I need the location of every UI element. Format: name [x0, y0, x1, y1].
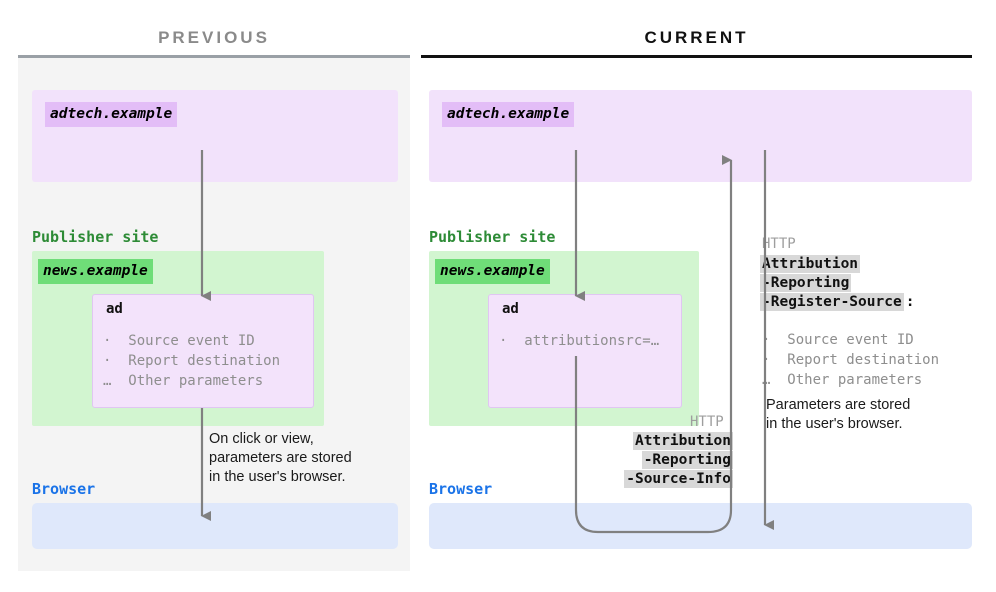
current-browser-region: [429, 503, 972, 549]
column-title-current: CURRENT: [644, 28, 749, 47]
current-response-params: · Source event ID · Report destination ……: [762, 332, 940, 388]
current-response-header-colon: :: [905, 294, 915, 310]
previous-adtech-chip: adtech.example: [45, 102, 178, 127]
current-request-header-line-2: -Reporting: [641, 451, 733, 469]
current-response-header-block: Attribution -Reporting -Register-Source:: [760, 255, 916, 311]
current-publisher-site-label: Publisher site: [429, 228, 556, 246]
current-request-header-line-3: -Source-Info: [624, 470, 733, 488]
previous-news-chip: news.example: [38, 259, 153, 284]
current-ad-params: · attributionsrc=…: [499, 333, 660, 349]
column-rule-current: [421, 55, 972, 58]
current-ad-title: ad: [502, 301, 519, 317]
previous-publisher-site-label: Publisher site: [32, 228, 159, 246]
current-request-header-line-1: Attribution: [632, 432, 733, 450]
previous-ad-params: · Source event ID · Report destination ……: [103, 333, 281, 389]
current-response-header-line-1: Attribution: [760, 255, 861, 273]
previous-browser-region: [32, 503, 398, 549]
current-request-header-block: Attribution -Reporting -Source-Info: [560, 432, 733, 488]
current-response-header-line-2: -Reporting: [760, 274, 852, 292]
current-note-text: Parameters are stored in the user's brow…: [766, 397, 911, 432]
current-response-header-line-3: -Register-Source: [760, 293, 904, 311]
current-request-http-word: HTTP: [690, 414, 724, 430]
previous-note-text: On click or view, parameters are stored …: [209, 431, 352, 485]
current-news-chip: news.example: [435, 259, 550, 284]
column-rule-previous: [18, 55, 410, 58]
current-adtech-chip: adtech.example: [442, 102, 575, 127]
previous-ad-title: ad: [106, 301, 123, 317]
previous-browser-label: Browser: [32, 480, 96, 498]
column-title-previous: PREVIOUS: [158, 28, 270, 47]
current-response-http-word: HTTP: [762, 236, 796, 252]
current-browser-label: Browser: [429, 480, 493, 498]
